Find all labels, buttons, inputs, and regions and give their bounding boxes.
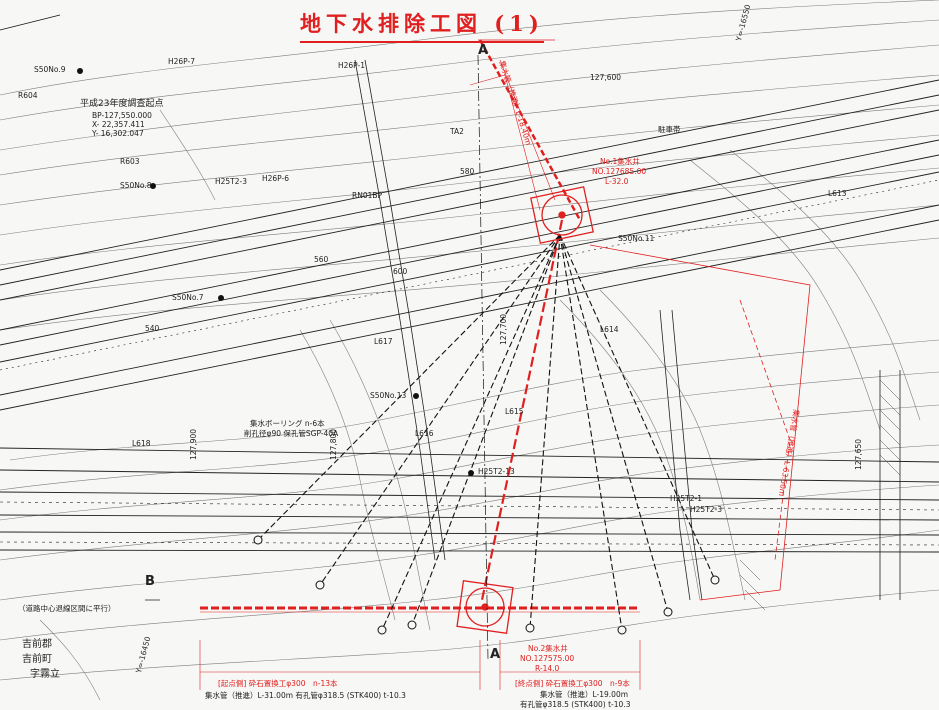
survey-x: X- 22,357.411 — [92, 120, 145, 129]
point-h25t23b: H25T2-3 — [690, 505, 723, 514]
point-h25t21: H25T2-1 — [670, 494, 703, 503]
place-line2: 吉前町 — [22, 654, 52, 665]
station-127700: 127,700 — [499, 313, 508, 345]
well1-no: NO.127685.00 — [592, 167, 647, 176]
work-boundary — [199, 39, 811, 690]
drain-endpoints — [253, 535, 720, 635]
well-1-symbol — [530, 186, 594, 244]
point-ta2: TA2 — [450, 127, 464, 136]
well-2-symbol — [456, 580, 514, 634]
road-band-lower — [0, 447, 939, 553]
point-l617: L617 — [374, 337, 393, 346]
survey-bp: BP-127,550.000 — [92, 111, 152, 120]
point-s50no8: S50No.8 — [120, 181, 152, 190]
point-marker — [218, 295, 224, 301]
survey-y: Y- 16,302.047 — [92, 129, 144, 138]
point-r603: R603 — [120, 157, 140, 166]
point-s50no7: S50No.7 — [172, 293, 204, 302]
guardrail-ticks — [0, 179, 939, 546]
point-h26p6: H26P-6 — [262, 174, 290, 183]
point-h25t23: H25T2-3 — [215, 177, 248, 186]
point-h26p7: H26P-7 — [168, 57, 196, 66]
well2-no: NO.127575.00 — [520, 654, 575, 663]
radial-drains — [257, 234, 716, 631]
point-marker — [468, 470, 474, 476]
well1-l: L-32.0 — [605, 177, 629, 186]
right-group-line1: [終点側] 砕石置換工φ300 n-9本 — [515, 679, 630, 688]
left-group-line1: [起点側] 砕石置換工φ300 n-13本 — [218, 679, 338, 688]
station-127800: 127,800 — [329, 428, 338, 460]
point-l613: L613 — [828, 189, 847, 198]
boring-note-line1: 集水ボーリング n-6本 — [250, 419, 325, 428]
point-marker — [77, 68, 83, 74]
road-band-upper — [0, 79, 939, 411]
point-l616: L616 — [415, 429, 434, 438]
section-lines — [0, 14, 489, 661]
point-h25t213: H25T2-13 — [478, 467, 515, 476]
contour-600: 600 — [393, 267, 408, 276]
point-h26p1: H26P-1 — [338, 61, 366, 70]
well1-name: No.1集水井 — [600, 157, 640, 166]
point-s50no13: S50No.13 — [370, 391, 407, 400]
station-127650: 127,650 — [854, 438, 863, 470]
point-l615: L615 — [505, 407, 524, 416]
section-mark-a-bottom: A — [490, 647, 501, 662]
well2-r: R-14.0 — [535, 664, 560, 673]
place-line3: 字霧立 — [30, 669, 60, 680]
point-s50no11: S50No.11 — [618, 234, 655, 243]
collection-pipe — [480, 219, 791, 601]
station-127600: 127,600 — [590, 73, 622, 82]
parking-label: 駐車帯 — [658, 125, 681, 134]
point-l614: L614 — [600, 325, 619, 334]
point-marker — [150, 183, 156, 189]
point-l618: L618 — [132, 439, 151, 448]
point-s50no9: S50No.9 — [34, 65, 66, 74]
well2-name: No.2集水井 — [528, 644, 568, 653]
contour-580: 580 — [460, 167, 475, 176]
hatch-area — [739, 379, 901, 611]
road-note: （道路中心退線区間に平行） — [18, 604, 116, 613]
station-127900: 127,900 — [189, 428, 198, 460]
contour-560: 560 — [314, 255, 329, 264]
right-group-line2: 集水管（推進）L-19.00m — [540, 690, 629, 699]
right-group-line3: 有孔管φ318.5 (STK400) t-10.3 — [520, 700, 631, 709]
drawing-title: 地下水排除工図 (1) — [300, 8, 544, 43]
section-mark-b: B — [145, 574, 155, 589]
contour-540: 540 — [145, 324, 160, 333]
section-mark-a-top: A — [478, 43, 489, 58]
place-line1: 吉前郡 — [22, 639, 52, 650]
point-r604: R604 — [18, 91, 38, 100]
survey-heading: 平成23年度調査起点 — [80, 99, 164, 109]
left-group-line2: 集水管（推進）L-31.00m 有孔管φ318.5 (STK400) t-10.… — [205, 691, 406, 700]
boring-note-line2: 削孔径φ90 保孔管SGP-40A — [244, 429, 339, 438]
point-marker — [413, 393, 419, 399]
vertical-structures — [354, 59, 901, 601]
point-no1b: RN01BP — [352, 191, 383, 200]
